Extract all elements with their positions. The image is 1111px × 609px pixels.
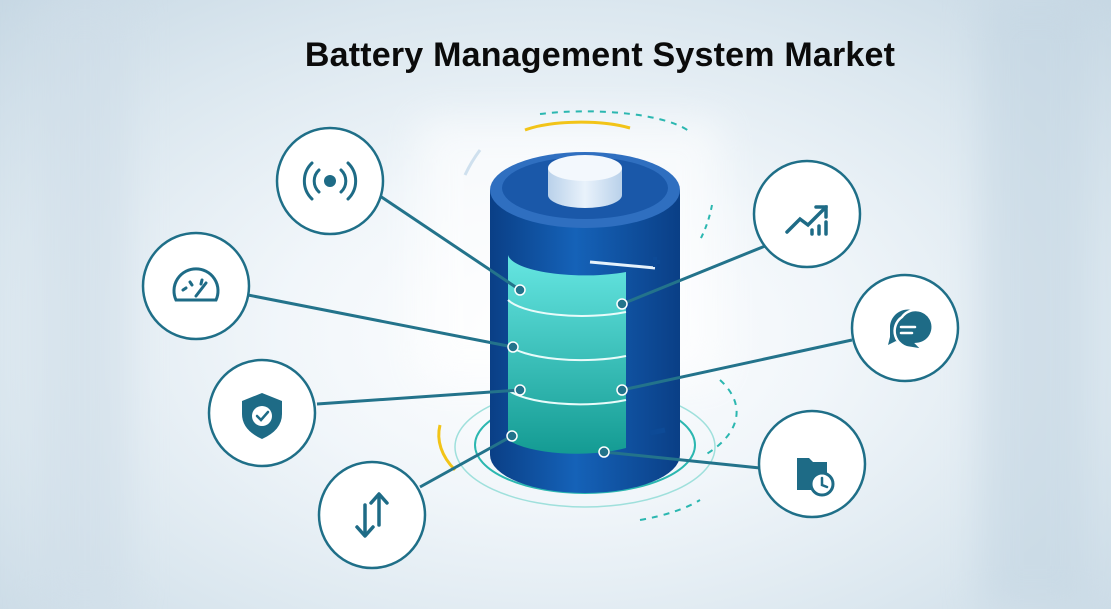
connector-dots xyxy=(506,284,628,458)
folder-clock-icon xyxy=(797,458,835,497)
shield-check-icon xyxy=(242,393,282,439)
gauge-icon xyxy=(172,267,220,302)
battery xyxy=(490,152,680,493)
page-title: Battery Management System Market xyxy=(304,36,896,74)
connector-lines xyxy=(247,192,853,489)
chat-bubble-icon xyxy=(888,308,934,352)
bg-light-streak xyxy=(40,0,130,609)
transfer-arrows-icon xyxy=(355,492,389,538)
signal-icon xyxy=(302,161,358,201)
growth-chart-icon xyxy=(785,205,828,236)
bg-light-streak xyxy=(980,0,1090,609)
